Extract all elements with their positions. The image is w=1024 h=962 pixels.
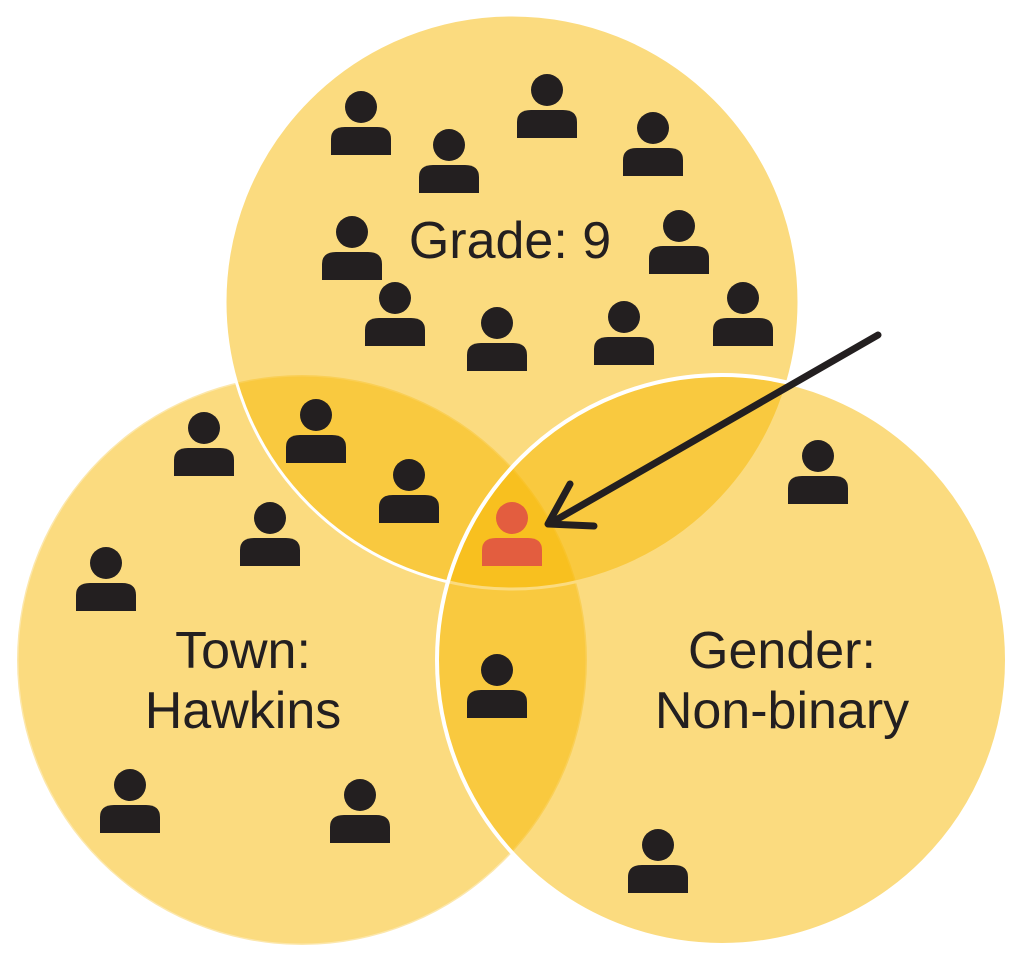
person-icon	[623, 112, 683, 176]
person-icon	[365, 282, 425, 346]
label-town-line2: Hawkins	[145, 682, 342, 740]
person-icon	[100, 769, 160, 833]
person-icon	[713, 282, 773, 346]
person-icon	[467, 654, 527, 718]
person-icon	[419, 129, 479, 193]
circle-gender-nonbinary	[435, 373, 1009, 947]
person-icon	[330, 779, 390, 843]
highlighted-person-icon	[482, 502, 542, 566]
person-icon	[286, 399, 346, 463]
person-icon	[174, 412, 234, 476]
person-icon	[240, 502, 300, 566]
label-town-line1: Town:	[175, 622, 311, 680]
person-icon	[649, 210, 709, 274]
person-icon	[322, 216, 382, 280]
label-gender-line2: Non-binary	[655, 682, 909, 740]
person-icon	[76, 547, 136, 611]
arrow-icon	[544, 331, 882, 530]
label-grade: Grade: 9	[409, 212, 611, 270]
person-icon	[331, 91, 391, 155]
label-gender-line1: Gender:	[688, 622, 876, 680]
person-icon	[467, 307, 527, 371]
person-icon	[594, 301, 654, 365]
person-icon	[379, 459, 439, 523]
person-icon	[517, 74, 577, 138]
person-icon	[788, 440, 848, 504]
person-icon	[628, 829, 688, 893]
